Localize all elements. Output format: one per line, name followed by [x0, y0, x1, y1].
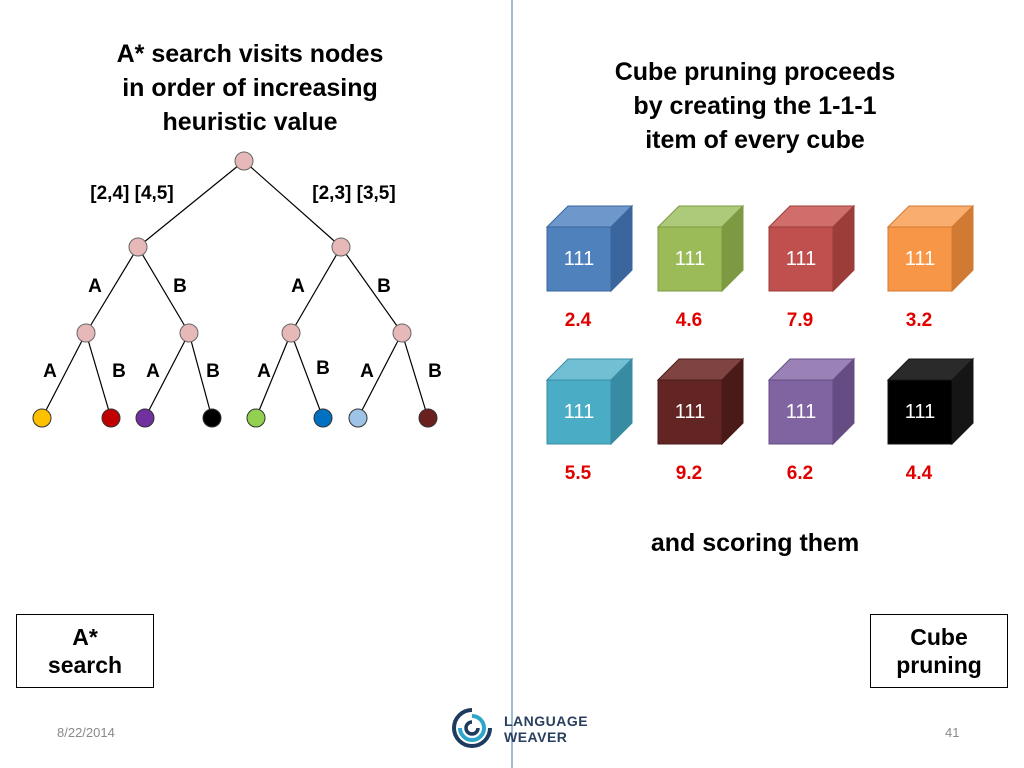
cube-front-face: [887, 226, 953, 292]
cube-pruning-label: Cube pruning: [870, 614, 1008, 688]
cube-score: 4.4: [906, 463, 933, 484]
astar-title: A* search visits nodes in order of incre…: [116, 40, 384, 136]
tree-edge: [290, 332, 324, 419]
astar-search-label: A* search: [16, 614, 154, 688]
cube-front-face: [546, 226, 612, 292]
cube-score: 5.5: [565, 463, 592, 484]
tree-leaf: [32, 408, 52, 428]
tree-edge: [357, 332, 403, 419]
tree-node: [234, 151, 254, 171]
center-divider: [511, 0, 513, 768]
cube-label: 111: [905, 248, 935, 270]
tree-edge: [144, 332, 190, 419]
cube-front-face: [546, 379, 612, 445]
edge-label: B: [206, 361, 220, 382]
edge-label: B: [112, 361, 126, 382]
tree-edge: [255, 332, 292, 419]
tree-edge: [85, 332, 112, 419]
tree-edge: [243, 160, 342, 248]
tree-edge: [41, 332, 87, 419]
logo-line-1: LANGUAGE: [504, 713, 589, 729]
tree-edge: [85, 246, 139, 334]
cube-label: 111: [675, 401, 705, 423]
cube-label: 111: [905, 401, 935, 423]
cube-label: 111: [564, 248, 594, 270]
cube-front-face: [657, 379, 723, 445]
edge-label: A: [257, 361, 271, 382]
edge-label: B: [377, 276, 391, 297]
tree-edge: [401, 332, 429, 419]
tree-leaf: [246, 408, 266, 428]
tree-edge: [340, 246, 403, 334]
tree-edge: [137, 246, 190, 334]
cube-front-face: [887, 379, 953, 445]
cube: 111: [767, 204, 856, 293]
cube: 111: [886, 357, 975, 446]
cube-label: 111: [786, 248, 816, 270]
tree-node: [331, 237, 351, 257]
cube-score: 3.2: [906, 310, 932, 331]
edge-label: A: [360, 361, 374, 382]
cube-score: 4.6: [676, 310, 702, 331]
tree-leaf: [418, 408, 438, 428]
cube: 111: [886, 204, 975, 293]
edge-label: B: [316, 358, 330, 379]
edge-label: B: [428, 361, 442, 382]
page-number: 41: [945, 725, 960, 740]
edge-label: B: [173, 276, 187, 297]
tree-node: [76, 323, 96, 343]
cube-front-face: [768, 226, 834, 292]
tree-node: [179, 323, 199, 343]
edge-label: A: [43, 361, 57, 382]
tree-leaf: [101, 408, 121, 428]
cube-score: 6.2: [787, 463, 813, 484]
scoring-text: and scoring them: [650, 529, 860, 557]
cube-score: 7.9: [787, 310, 813, 331]
tree-edge: [188, 332, 213, 419]
edge-label: A: [146, 361, 160, 382]
cube-front-face: [657, 226, 723, 292]
cube: 111: [767, 357, 856, 446]
cube-score: 2.4: [565, 310, 592, 331]
cube: 111: [545, 204, 634, 293]
tree-edge: [137, 160, 245, 248]
cube-score: 9.2: [676, 463, 702, 484]
tree-node: [128, 237, 148, 257]
cube-pruning-title: Cube pruning proceeds by creating the 1-…: [614, 58, 896, 154]
cube-label: 111: [564, 401, 594, 423]
tree-leaf: [348, 408, 368, 428]
tree-leaf: [202, 408, 222, 428]
tree-edge: [290, 246, 342, 334]
tree-node: [392, 323, 412, 343]
language-weaver-swirl-icon: [452, 708, 492, 748]
span-label-left: [2,4] [4,5]: [90, 183, 173, 204]
span-label-right: [2,3] [3,5]: [312, 183, 395, 204]
tree-leaf: [313, 408, 333, 428]
tree-leaf: [135, 408, 155, 428]
edge-label: A: [88, 276, 102, 297]
cube: 111: [656, 204, 745, 293]
slide-date: 8/22/2014: [57, 725, 115, 740]
tree-node: [281, 323, 301, 343]
cube: 111: [545, 357, 634, 446]
cube-label: 111: [786, 401, 816, 423]
cube-grid: 111 2.4 111 4.6 111 7.9 111 3.2 111 5.5 111 9.2 111 6…: [545, 204, 975, 484]
cube-label: 111: [675, 248, 705, 270]
edge-label: A: [291, 276, 305, 297]
language-weaver-logo: LANGUAGE WEAVER: [450, 706, 600, 750]
logo-line-2: WEAVER: [504, 729, 568, 745]
cube-front-face: [768, 379, 834, 445]
cube: 111: [656, 357, 745, 446]
